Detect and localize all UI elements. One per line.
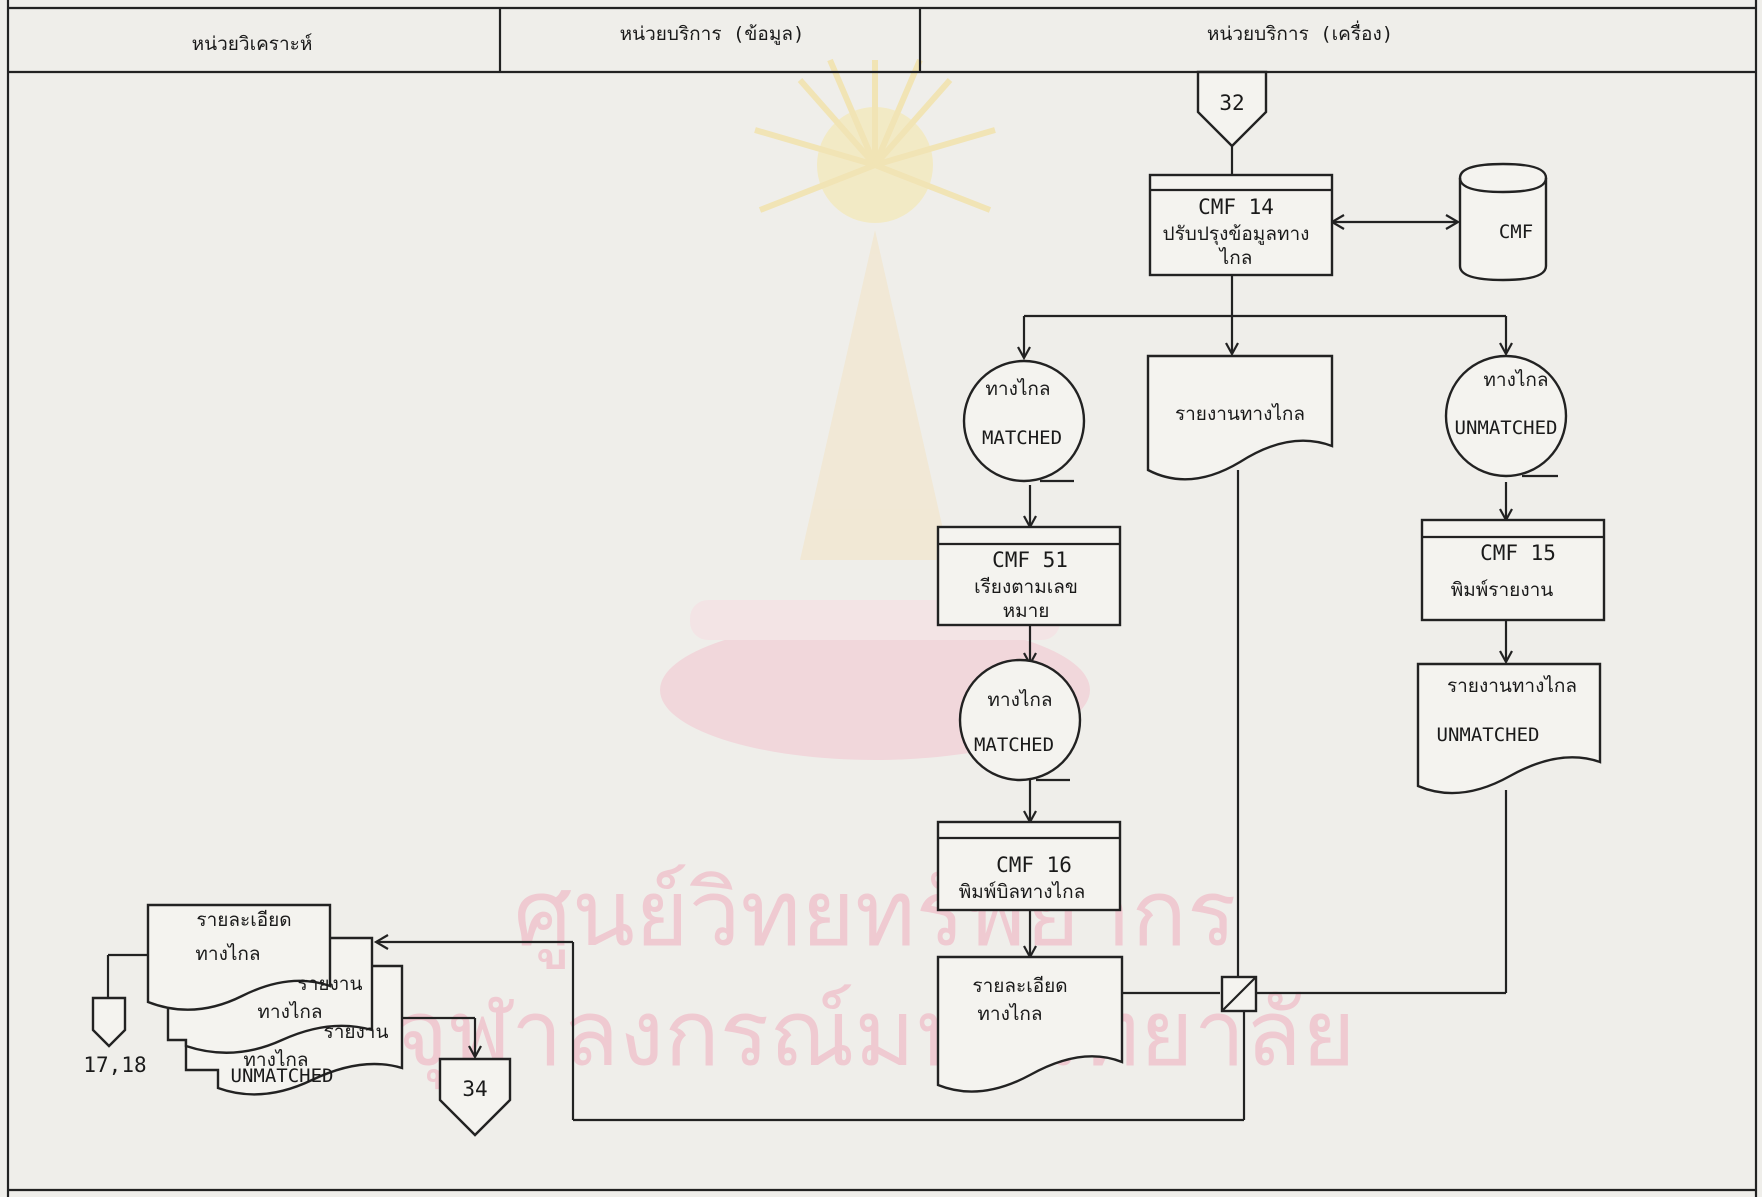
process-cmf16: CMF 16 พิมพ์บิลทางไกล [938, 822, 1120, 910]
cmf15-line1: พิมพ์รายงาน [1451, 579, 1554, 601]
offpage-connector-32: 32 [1198, 72, 1266, 146]
report-unmatched-line2: UNMATCHED [1437, 724, 1540, 746]
cmf16-code: CMF 16 [996, 853, 1072, 877]
detail-doc-line2: ทางไกล [977, 1003, 1042, 1025]
stack-doc2-line1: รายงาน [298, 973, 363, 995]
tape-matched: ทางไกล MATCHED [964, 361, 1084, 481]
report-distance-label: รายงานทางไกล [1175, 403, 1305, 425]
offpage-connector-17-18: 17,18 [83, 998, 146, 1077]
watermark-line2: จุฬาลงกรณ์มหาวิทยาลัย [394, 980, 1355, 1090]
database-label: CMF [1499, 221, 1533, 243]
document-stack-analysis: รายละเอียด ทางไกล รายงาน ทางไกล รายงาน ท… [148, 905, 402, 1094]
tape-unmatched: ทางไกล UNMATCHED [1446, 356, 1566, 476]
stack-doc3-line3: UNMATCHED [231, 1065, 334, 1087]
tape-matched-2: ทางไกล MATCHED [960, 660, 1080, 780]
connector-32-label: 32 [1219, 91, 1244, 115]
lane-header-machine-service: หน่วยบริการ (เครื่อง) [1207, 20, 1393, 45]
offpage-connector-34: 34 [440, 1059, 510, 1135]
stack-doc1-line1: รายละเอียด [196, 909, 291, 931]
report-unmatched-line1: รายงานทางไกล [1447, 675, 1577, 697]
stack-doc3-line1: รายงาน [324, 1021, 389, 1043]
cmf51-line1: เรียงตามเลข [974, 576, 1078, 598]
offpage-17-18-label: 17,18 [83, 1053, 146, 1077]
database-cmf: CMF [1460, 164, 1546, 280]
cmf14-code: CMF 14 [1198, 195, 1274, 219]
lane-header-analysis: หน่วยวิเคราะห์ [192, 33, 313, 55]
cmf51-line2: หมาย [1003, 600, 1050, 622]
document-report-distance: รายงานทางไกล [1148, 356, 1332, 479]
watermark-line1: ศูนย์วิทยทรัพยากร [514, 860, 1237, 969]
cmf15-code: CMF 15 [1480, 541, 1556, 565]
cmf14-line2: ไกล [1218, 247, 1253, 269]
process-cmf15: CMF 15 พิมพ์รายงาน [1422, 520, 1604, 620]
document-report-unmatched: รายงานทางไกล UNMATCHED [1418, 664, 1600, 793]
tape-unmatched-line1: ทางไกล [1483, 369, 1548, 391]
process-cmf14: CMF 14 ปรับปรุงข้อมูลทาง ไกล [1150, 175, 1332, 275]
cmf16-line1: พิมพ์บิลทางไกล [959, 881, 1085, 903]
stack-doc1-line2: ทางไกล [195, 943, 260, 965]
tape-matched-line1: ทางไกล [985, 378, 1050, 400]
cmf14-line1: ปรับปรุงข้อมูลทาง [1163, 223, 1310, 246]
cmf51-code: CMF 51 [992, 548, 1068, 572]
detail-doc-line1: รายละเอียด [972, 975, 1067, 997]
collate-symbol [1222, 977, 1256, 1011]
process-cmf51: CMF 51 เรียงตามเลข หมาย [938, 527, 1120, 625]
tape-unmatched-line2: UNMATCHED [1455, 417, 1558, 439]
tape-matched-line2: MATCHED [982, 427, 1062, 449]
tape-matched2-line2: MATCHED [974, 734, 1054, 756]
stack-doc2-line2: ทางไกล [257, 1001, 322, 1023]
tape-matched2-line1: ทางไกล [987, 689, 1052, 711]
lane-header-data-service: หน่วยบริการ (ข้อมูล) [620, 23, 805, 45]
connector-34-label: 34 [462, 1077, 487, 1101]
